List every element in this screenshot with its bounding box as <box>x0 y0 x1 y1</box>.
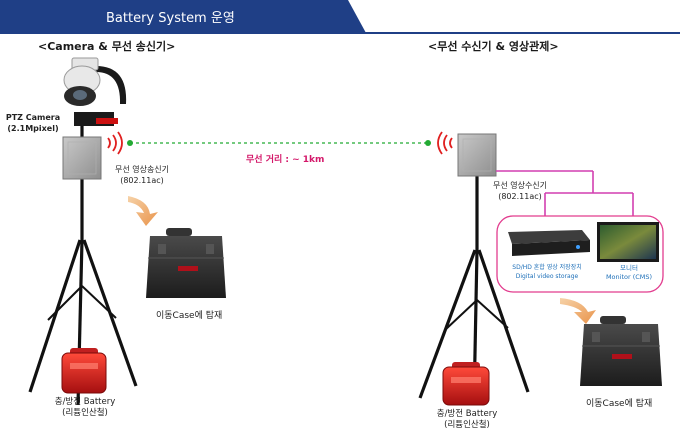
monitor-spec: Monitor (CMS) <box>605 273 653 281</box>
curved-arrow-right-icon <box>560 298 596 324</box>
wireless-link-line <box>127 140 431 146</box>
storage-spec: Digital video storage <box>515 273 579 280</box>
monitor-name: 모니터 <box>620 264 638 272</box>
battery-right-icon <box>442 362 490 406</box>
receiver-spec: (802.11ac) <box>498 192 542 201</box>
storage-name: SD/HD 혼합 영상 저장장치 <box>512 264 582 271</box>
transmitter-name: 무선 영상송신기 <box>114 165 170 174</box>
ptz-camera-spec: (2.1Mpixel) <box>7 124 59 133</box>
transmitter-spec: (802.11ac) <box>120 176 164 185</box>
right-section-title: <무선 수신기 & 영상관제> <box>428 40 559 53</box>
monitor-icon <box>597 222 659 262</box>
ptz-camera-label: PTZ Camera (2.1Mpixel) <box>2 112 64 134</box>
storage-label: SD/HD 혼합 영상 저장장치 Digital video storage <box>500 263 594 281</box>
ptz-camera-name: PTZ Camera <box>5 113 61 122</box>
monitor-label: 모니터 Monitor (CMS) <box>598 264 660 282</box>
battery-left-icon <box>61 348 107 394</box>
tripod-right <box>418 175 530 406</box>
carry-case-right-icon <box>580 316 662 386</box>
battery-label-left: 충/방전 Battery (리튬인산철) <box>30 397 140 419</box>
battery-right-spec: (리튬인산철) <box>444 420 490 430</box>
wireless-transmitter-icon <box>62 136 102 180</box>
video-storage-icon <box>508 230 590 256</box>
carry-case-left-icon <box>146 228 226 298</box>
header-bar <box>0 0 680 34</box>
signal-waves-left-icon <box>107 131 123 155</box>
case-label-left: 이동Case에 탑재 <box>156 311 223 321</box>
curved-arrow-left-icon <box>128 196 158 226</box>
receiver-name: 무선 영상수신기 <box>492 181 548 190</box>
wireless-distance-label: 무선 거리 : ~ 1km <box>246 155 325 165</box>
receiver-label: 무선 영상수신기 (802.11ac) <box>478 180 562 202</box>
wireless-receiver-icon <box>457 133 497 177</box>
header-title: Battery System 운영 <box>106 11 235 26</box>
signal-waves-right-icon <box>437 131 453 155</box>
battery-right-name: 충/방전 Battery <box>436 409 498 419</box>
battery-left-name: 충/방전 Battery <box>54 397 116 407</box>
transmitter-label: 무선 영상송신기 (802.11ac) <box>102 164 182 186</box>
left-section-title: <Camera & 무선 송신기> <box>38 40 176 53</box>
battery-left-spec: (리튬인산철) <box>62 408 108 418</box>
ptz-camera-icon <box>63 57 127 126</box>
case-label-right: 이동Case에 탑재 <box>586 399 653 409</box>
battery-label-right: 충/방전 Battery (리튬인산철) <box>412 409 522 431</box>
